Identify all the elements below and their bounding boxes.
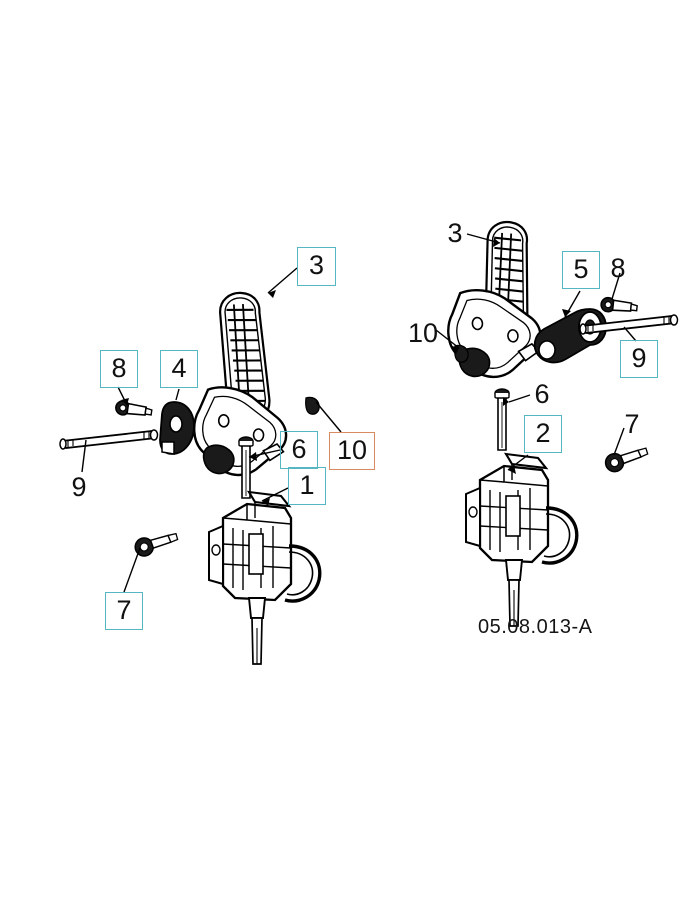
part-8-shoulder-bolt-right — [599, 296, 639, 316]
part-8-shoulder-bolt-left — [114, 399, 154, 420]
callout-2[interactable]: 2 — [524, 415, 562, 453]
part-10-retaining-clip-left — [305, 396, 320, 415]
callout-10-highlighted[interactable]: 10 — [329, 432, 375, 470]
part-5-lever-arm — [533, 308, 607, 364]
part-4-bracket — [159, 401, 195, 455]
part-3-pedal-left — [190, 290, 290, 479]
callout-8[interactable]: 8 — [100, 350, 138, 388]
part-2-valve-assembly — [464, 452, 579, 628]
leader-arrowheads — [121, 238, 571, 506]
callout-8[interactable]: 8 — [610, 252, 626, 283]
callout-6[interactable]: 6 — [534, 378, 550, 409]
callout-3[interactable]: 3 — [447, 217, 463, 248]
leader-lines — [81, 233, 637, 593]
callout-7[interactable]: 7 — [624, 408, 640, 439]
diagram-caption: 05.08.013-A — [478, 616, 593, 638]
part-7-elbow-fitting-left — [133, 532, 180, 558]
callout-9[interactable]: 9 — [71, 471, 87, 502]
part-1-valve-assembly — [207, 490, 322, 666]
part-7-elbow-fitting-right — [603, 447, 651, 474]
callout-1[interactable]: 1 — [288, 467, 326, 505]
callout-6[interactable]: 6 — [280, 431, 318, 469]
callout-10[interactable]: 10 — [407, 317, 439, 348]
part-6-hex-screw-right — [494, 388, 510, 451]
callout-7[interactable]: 7 — [105, 592, 143, 630]
callout-5[interactable]: 5 — [562, 251, 600, 289]
part-9-pivot-rod-left — [59, 429, 159, 450]
callout-9[interactable]: 9 — [620, 340, 658, 378]
callout-3[interactable]: 3 — [297, 247, 336, 286]
callout-4[interactable]: 4 — [160, 350, 198, 388]
